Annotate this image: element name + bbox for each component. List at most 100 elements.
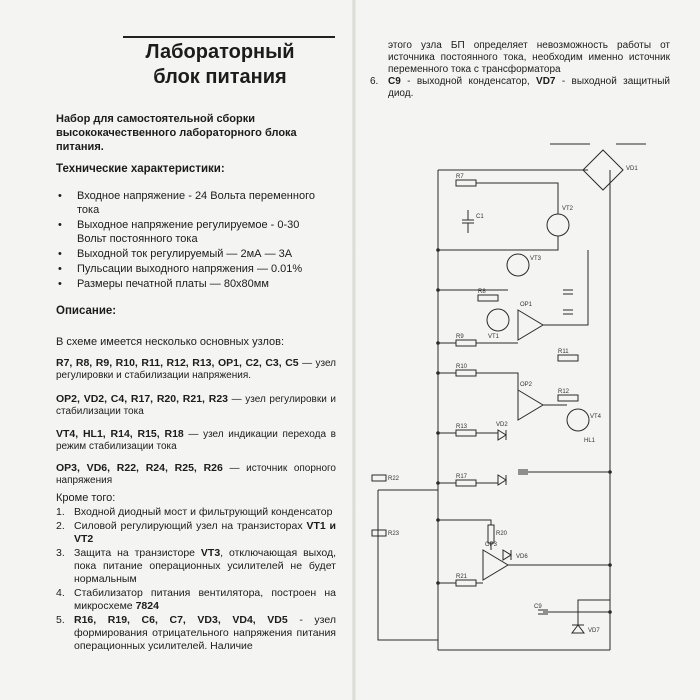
label-vt4: VT4 [590, 414, 602, 420]
label-r8: R8 [478, 289, 486, 295]
node-text: — узел регулировки и стабилизации тока [56, 394, 336, 417]
bullet-icon: • [58, 248, 62, 260]
transistor-vt2 [546, 213, 570, 237]
title-rule [123, 36, 335, 38]
label-vd7: VD7 [588, 628, 600, 634]
resistor [557, 354, 579, 362]
left-column: Лабораторный блок питания Набор для само… [56, 36, 336, 654]
resistor [455, 579, 477, 587]
resistor [487, 524, 495, 544]
diode-vd6 [502, 549, 512, 561]
label-r17: R17 [456, 474, 468, 480]
node-item: R7, R8, R9, R10, R11, R12, R13, OP1, C2,… [56, 357, 336, 382]
node-parts: OP2, VD2, C4, R17, R20, R21, R23 [56, 393, 228, 405]
list-item: 1. Входной диодный мост и фильтрующий кон… [56, 506, 336, 519]
label-r20: R20 [496, 531, 508, 537]
resistor [371, 529, 387, 537]
list-bold: VT1 и VT2 [74, 520, 336, 545]
label-hl1: HL1 [584, 438, 596, 444]
node-item: OP2, VD2, C4, R17, R20, R21, R23 — узел … [56, 393, 336, 418]
opamp-op2 [517, 389, 544, 421]
diode [497, 429, 507, 441]
list-text-tail: , отключающая выход, пока питание операц… [74, 547, 336, 585]
label-r10: R10 [456, 364, 468, 370]
diode [497, 474, 507, 486]
desc-heading: Описание: [56, 305, 117, 317]
resistor [455, 339, 477, 347]
transistor-vt3 [506, 253, 530, 277]
list-number: 2. [56, 520, 65, 532]
label-op1: OP1 [520, 302, 533, 308]
label-c1: C1 [476, 214, 484, 220]
list-text-tail: - выходной защитный диод. [388, 76, 670, 99]
right-list: этого узла БП определяет невозможность р… [370, 40, 670, 100]
resistor [477, 294, 499, 302]
specs-list: •Входное напряжение - 24 Вольта переменн… [56, 189, 331, 292]
title-line-1: Лабораторный [145, 41, 295, 63]
spec-item: • Выходной ток регулируемый — 2мА — 3А [56, 247, 331, 261]
label-r12: R12 [558, 389, 570, 395]
list-text: - выходной конденсатор, [400, 76, 537, 87]
node-text: — источник опорного напряжения [56, 463, 336, 486]
list-number: 3. [56, 547, 65, 559]
list-text: Защита на транзисторе [74, 547, 201, 559]
list-number: 4. [56, 587, 65, 599]
node-parts: OP3, VD6, R22, R24, R25, R26 [56, 462, 223, 474]
spec-item: •Размеры печатной платы — 80x80мм [56, 277, 331, 291]
resistor [557, 394, 579, 402]
list-number: 1. [56, 506, 65, 518]
list-item: 3.Защита на транзисторе VT3, отключающая… [56, 547, 336, 586]
spec-text: Выходное напряжение регулируемое - 0-30 … [77, 219, 300, 245]
list-item: 6.C9 - выходной конденсатор, VD7 - выход… [370, 76, 670, 100]
transistor-vt1 [486, 308, 510, 332]
spec-text: Размеры печатной платы — 80x80мм [77, 278, 269, 290]
resistor [455, 179, 477, 187]
label-c9: C9 [534, 604, 542, 610]
extra-list: 1. Входной диодный мост и фильтрующий кон… [56, 506, 336, 654]
resistor [371, 474, 387, 482]
spec-item: •Входное напряжение - 24 Вольта переменн… [56, 189, 331, 217]
list-bold: R16, R19, C6, C7, VD3, VD4, VD5 [74, 614, 288, 626]
left-branch [377, 489, 438, 641]
intro-text: Набор для самостоятельной сборки высокок… [56, 113, 297, 153]
specs-heading: Технические характеристики: [56, 163, 225, 175]
label-vt1: VT1 [488, 334, 500, 340]
label-vt3: VT3 [530, 256, 542, 262]
node-text: — узел индикации перехода в режим стабил… [56, 429, 336, 452]
capacitor [563, 289, 573, 295]
list-text: Входной диодный мост и фильтрующий конде… [74, 506, 333, 518]
label-vd2: VD2 [496, 422, 508, 428]
bullet-icon: • [58, 219, 62, 231]
label-vd1: VD1 [626, 166, 638, 172]
node-item: OP3, VD6, R22, R24, R25, R26 — источник … [56, 462, 336, 487]
capacitor-c9 [538, 609, 548, 615]
capacitor-c1 [462, 210, 474, 233]
spec-item: •Пульсации выходного напряжения — 0.01% [56, 262, 331, 276]
node-item: VT4, HL1, R14, R15, R18 — узел индикации… [56, 428, 336, 453]
capacitor [563, 309, 573, 315]
label-r23: R23 [388, 531, 400, 537]
opamp-op3 [482, 549, 509, 581]
circuit-wires [438, 182, 610, 625]
list-bold: VD7 [536, 76, 556, 87]
capacitor [518, 469, 528, 475]
node-text: — узел регулировки и стабилизации напряж… [56, 358, 337, 381]
node-parts: R7, R8, R9, R10, R11, R12, R13, OP1, C2,… [56, 357, 299, 369]
page-fold [352, 0, 356, 700]
transistor-vt4 [566, 408, 590, 432]
list-number: 6. [370, 76, 379, 87]
label-op3: OP3 [485, 542, 498, 548]
label-r9: R9 [456, 334, 464, 340]
resistor [455, 479, 477, 487]
bus-rails [437, 169, 611, 651]
resistor [455, 369, 477, 377]
diode-vd7 [571, 624, 585, 634]
label-vd6: VD6 [516, 554, 528, 560]
list-text-tail: - узел формирования отрицательного напря… [74, 614, 336, 652]
desc-intro: В схеме имеется несколько основных узлов… [56, 336, 285, 348]
label-vt2: VT2 [562, 206, 574, 212]
label-r13: R13 [456, 424, 468, 430]
spec-text: Выходной ток регулируемый — 2мА — 3А [77, 248, 293, 260]
list-text: Силовой регулирующий узел на транзистора… [74, 520, 307, 532]
